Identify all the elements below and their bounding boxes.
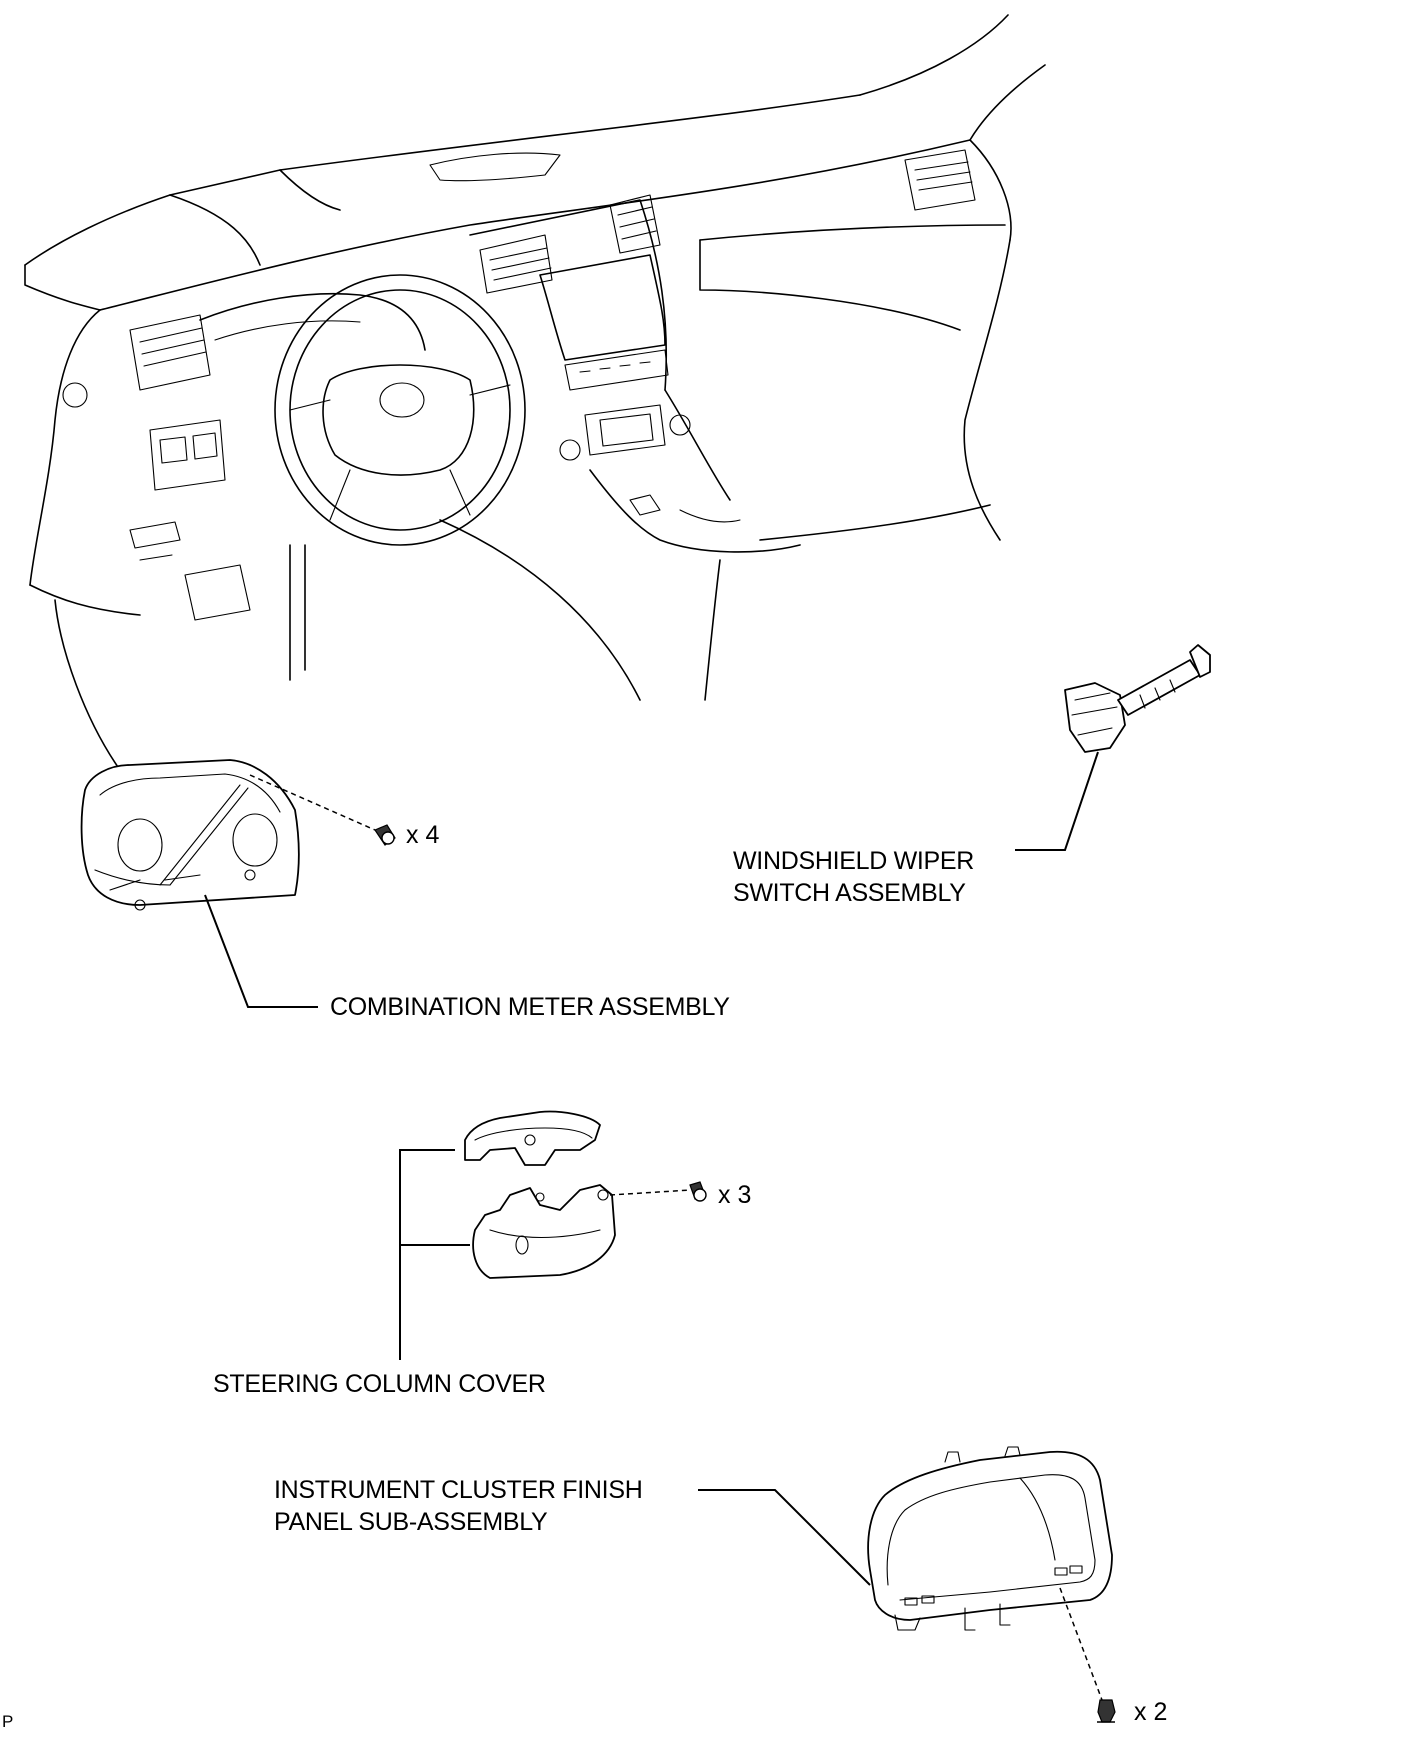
steering-column-lower-cover: [472, 1184, 616, 1279]
screw-icon: [689, 1181, 707, 1202]
wiper-switch-label-line1: WINDSHIELD WIPER: [733, 847, 975, 875]
instrument-cluster-finish-panel-illustration: [867, 1446, 1113, 1631]
clip-icon: [1097, 1699, 1116, 1723]
combination-meter-label: COMBINATION METER ASSEMBLY: [330, 993, 730, 1021]
screw-icon: [374, 824, 396, 846]
corner-mark: P: [2, 1712, 14, 1731]
cluster-panel-label-line2: PANEL SUB-ASSEMBLY: [274, 1508, 548, 1536]
dashboard-illustration: [24, 14, 1046, 771]
cluster-panel-label-line1: INSTRUMENT CLUSTER FINISH: [274, 1476, 643, 1504]
steering-column-cover-label: STEERING COLUMN COVER: [213, 1370, 546, 1398]
panel-clip-quantity: x 2: [1134, 1698, 1168, 1726]
steering-column-upper-cover: [464, 1110, 601, 1166]
wiper-switch-illustration: [1064, 644, 1211, 753]
cover-screw-quantity: x 3: [718, 1181, 752, 1209]
combination-meter-illustration: [80, 759, 300, 911]
wiper-switch-label-line2: SWITCH ASSEMBLY: [733, 879, 966, 907]
meter-screw-quantity: x 4: [406, 821, 440, 849]
